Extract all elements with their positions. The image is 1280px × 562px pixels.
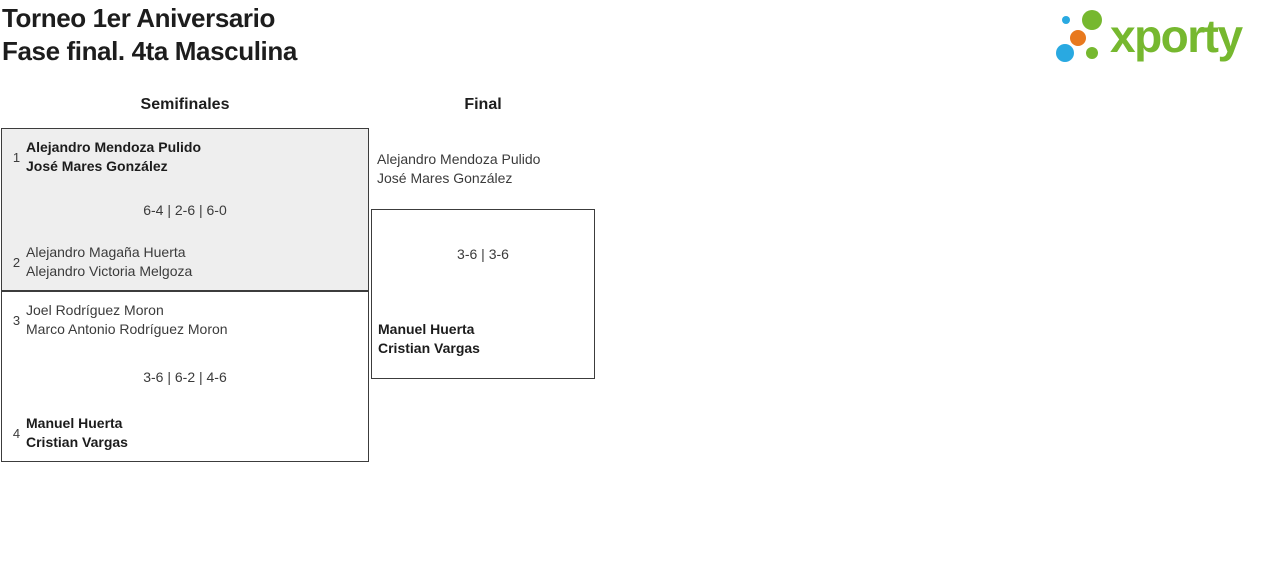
seed-number: 3 — [12, 312, 21, 328]
player-name: Cristian Vargas — [378, 340, 480, 356]
xporty-logo[interactable]: xporty — [1053, 3, 1279, 71]
team-players: Joel Rodríguez Moron Marco Antonio Rodrí… — [26, 301, 228, 339]
player-name: Alejandro Magaña Huerta — [26, 244, 186, 260]
logo-dot-green-large-icon — [1082, 10, 1102, 30]
player-name: Marco Antonio Rodríguez Moron — [26, 321, 228, 337]
final-team-2[interactable]: Manuel Huerta Cristian Vargas — [378, 320, 480, 358]
logo-dot-green-small-icon — [1086, 47, 1098, 59]
player-name: Alejandro Victoria Melgoza — [26, 263, 193, 279]
team-row-seed-2[interactable]: 2 Alejandro Magaña Huerta Alejandro Vict… — [2, 243, 368, 281]
player-name: José Mares González — [377, 170, 513, 186]
logo-dot-orange-icon — [1070, 30, 1086, 46]
logo-dot-blue-large-icon — [1056, 44, 1074, 62]
seed-number: 1 — [12, 149, 21, 165]
round-header-semifinals: Semifinales — [140, 96, 230, 113]
player-name: José Mares González — [26, 158, 168, 174]
final-team-1[interactable]: Alejandro Mendoza Pulido José Mares Gonz… — [377, 150, 540, 188]
team-row-seed-4[interactable]: 4 Manuel Huerta Cristian Vargas — [2, 414, 368, 452]
player-name: Alejandro Mendoza Pulido — [26, 139, 202, 155]
page-title-block: Torneo 1er Aniversario Fase final. 4ta M… — [2, 2, 297, 68]
tournament-title: Torneo 1er Aniversario — [2, 3, 275, 33]
round-header-final: Final — [464, 96, 502, 113]
seed-number: 4 — [12, 425, 21, 441]
match-score: 6-4 | 2-6 | 6-0 — [143, 201, 227, 218]
player-name: Joel Rodríguez Moron — [26, 302, 164, 318]
team-row-seed-3[interactable]: 3 Joel Rodríguez Moron Marco Antonio Rod… — [2, 301, 368, 339]
player-name: Manuel Huerta — [378, 321, 475, 337]
team-players: Alejandro Magaña Huerta Alejandro Victor… — [26, 243, 192, 281]
semifinal-match-1[interactable]: 1 Alejandro Mendoza Pulido José Mares Go… — [1, 128, 369, 291]
match-score: 3-6 | 3-6 — [457, 246, 509, 262]
player-name: Cristian Vargas — [26, 434, 128, 450]
tournament-subtitle: Fase final. 4ta Masculina — [2, 36, 297, 66]
seed-number: 2 — [12, 254, 21, 270]
player-name: Manuel Huerta — [26, 415, 123, 431]
logo-wordmark: xporty — [1110, 10, 1243, 62]
team-row-seed-1[interactable]: 1 Alejandro Mendoza Pulido José Mares Go… — [2, 138, 368, 176]
match-score: 3-6 | 6-2 | 4-6 — [143, 368, 227, 385]
team-players: Alejandro Mendoza Pulido José Mares Gonz… — [26, 138, 201, 176]
final-match[interactable]: 3-6 | 3-6 Manuel Huerta Cristian Vargas — [371, 209, 595, 379]
logo-dot-blue-small-icon — [1062, 16, 1070, 24]
player-name: Alejandro Mendoza Pulido — [377, 151, 541, 167]
semifinal-match-2[interactable]: 3 Joel Rodríguez Moron Marco Antonio Rod… — [1, 291, 369, 462]
team-players: Manuel Huerta Cristian Vargas — [26, 414, 128, 452]
